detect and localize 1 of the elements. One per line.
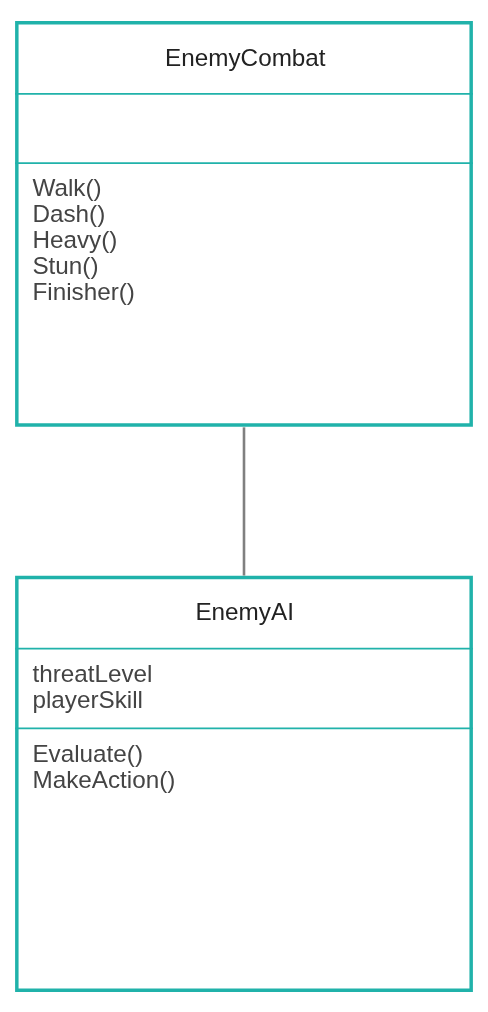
- connector: [242, 426, 246, 576]
